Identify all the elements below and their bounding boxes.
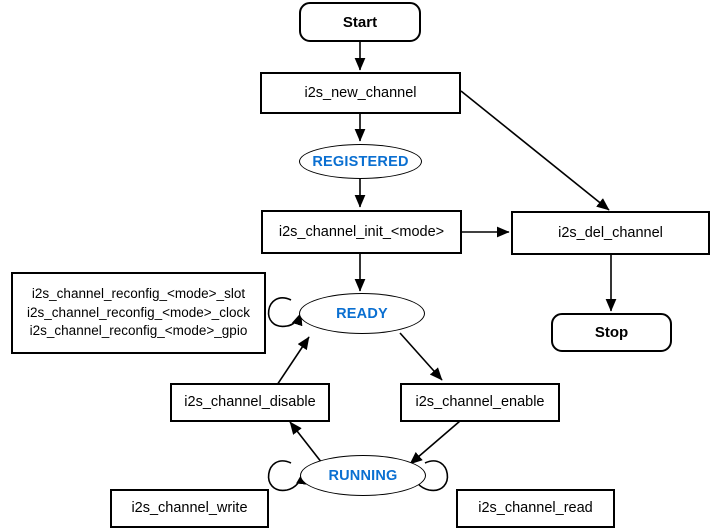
node-i2s-channel-write[interactable]: i2s_channel_write xyxy=(110,489,269,528)
node-start[interactable]: Start xyxy=(299,2,421,42)
node-i2s-new-channel-label: i2s_new_channel xyxy=(304,84,417,101)
node-i2s-channel-enable[interactable]: i2s_channel_enable xyxy=(400,383,560,422)
node-stop[interactable]: Stop xyxy=(551,313,672,352)
edge-running-self-loop-left xyxy=(267,460,307,492)
node-i2s-channel-read[interactable]: i2s_channel_read xyxy=(456,489,615,528)
node-state-ready[interactable]: READY xyxy=(299,293,425,334)
edge-running-to-channel-disable xyxy=(289,421,323,464)
edge-channel-disable-to-ready xyxy=(276,336,310,386)
edge-channel-enable-to-running xyxy=(409,420,461,465)
node-reconfig-note[interactable]: i2s_channel_reconfig_<mode>_slot i2s_cha… xyxy=(11,272,266,354)
edge-ready-self-loop xyxy=(267,297,303,328)
reconfig-note-line-3: i2s_channel_reconfig_<mode>_gpio xyxy=(29,323,248,339)
node-i2s-channel-init[interactable]: i2s_channel_init_<mode> xyxy=(261,210,462,254)
node-i2s-new-channel[interactable]: i2s_new_channel xyxy=(260,72,461,114)
node-i2s-channel-disable-label: i2s_channel_disable xyxy=(184,394,316,411)
node-state-ready-label: READY xyxy=(336,305,388,322)
node-state-running-label: RUNNING xyxy=(328,467,398,484)
node-i2s-channel-read-label: i2s_channel_read xyxy=(478,500,593,517)
edge-new-channel-to-del-channel xyxy=(460,90,610,211)
node-stop-label: Stop xyxy=(594,324,629,341)
node-state-registered[interactable]: REGISTERED xyxy=(299,144,422,179)
edge-ready-to-channel-enable xyxy=(399,332,443,381)
node-i2s-del-channel-label: i2s_del_channel xyxy=(558,224,663,241)
node-state-registered-label: REGISTERED xyxy=(312,153,409,170)
node-i2s-channel-init-label: i2s_channel_init_<mode> xyxy=(278,223,445,240)
node-i2s-channel-enable-label: i2s_channel_enable xyxy=(415,394,545,411)
node-i2s-channel-disable[interactable]: i2s_channel_disable xyxy=(170,383,330,422)
node-i2s-channel-write-label: i2s_channel_write xyxy=(131,500,248,517)
reconfig-note-line-1: i2s_channel_reconfig_<mode>_slot xyxy=(31,286,246,302)
node-state-running[interactable]: RUNNING xyxy=(300,455,426,496)
node-start-label: Start xyxy=(342,13,378,31)
reconfig-note-line-2: i2s_channel_reconfig_<mode>_clock xyxy=(27,304,250,320)
node-i2s-del-channel[interactable]: i2s_del_channel xyxy=(511,211,710,255)
